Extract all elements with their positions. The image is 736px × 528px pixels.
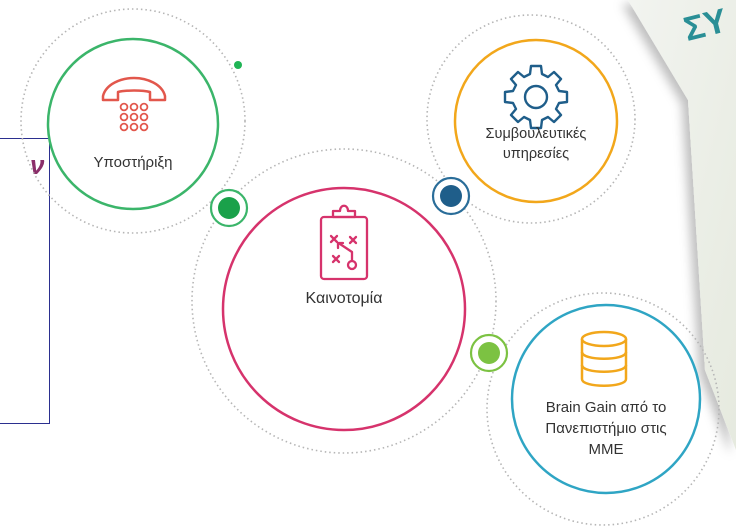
support-outer-ring [20,8,246,234]
telephone-icon [101,76,167,132]
support-label: Υποστήριξη [93,154,173,171]
innovation-outer-ring [191,148,497,454]
advisory-label-line1: Συμβουλευτικές [485,126,587,142]
innovation-label: Καινοτομία [305,290,383,307]
left-panel-frame [0,138,50,424]
innovation-circle [221,186,467,432]
braingain-label-line3: ΜΜΕ [588,441,624,458]
braingain-label-line2: Πανεπιστήμιο στις [545,420,667,437]
connector-navy-node [431,176,471,216]
gear-icon [503,64,569,130]
braingain-label-line1: Brain Gain από το [545,399,667,416]
advisory-circle [453,38,619,204]
database-icon [580,330,628,387]
connector-green-node [209,188,249,228]
braingain-outer-ring [486,292,720,526]
advisory-label-line2: υπηρεσίες [502,146,570,162]
braingain-circle [510,303,702,495]
advisory-outer-ring [426,14,636,224]
small-green-dot [234,61,242,69]
clipboard-strategy-icon [319,204,369,281]
connector-lightgreen-node [469,333,509,373]
